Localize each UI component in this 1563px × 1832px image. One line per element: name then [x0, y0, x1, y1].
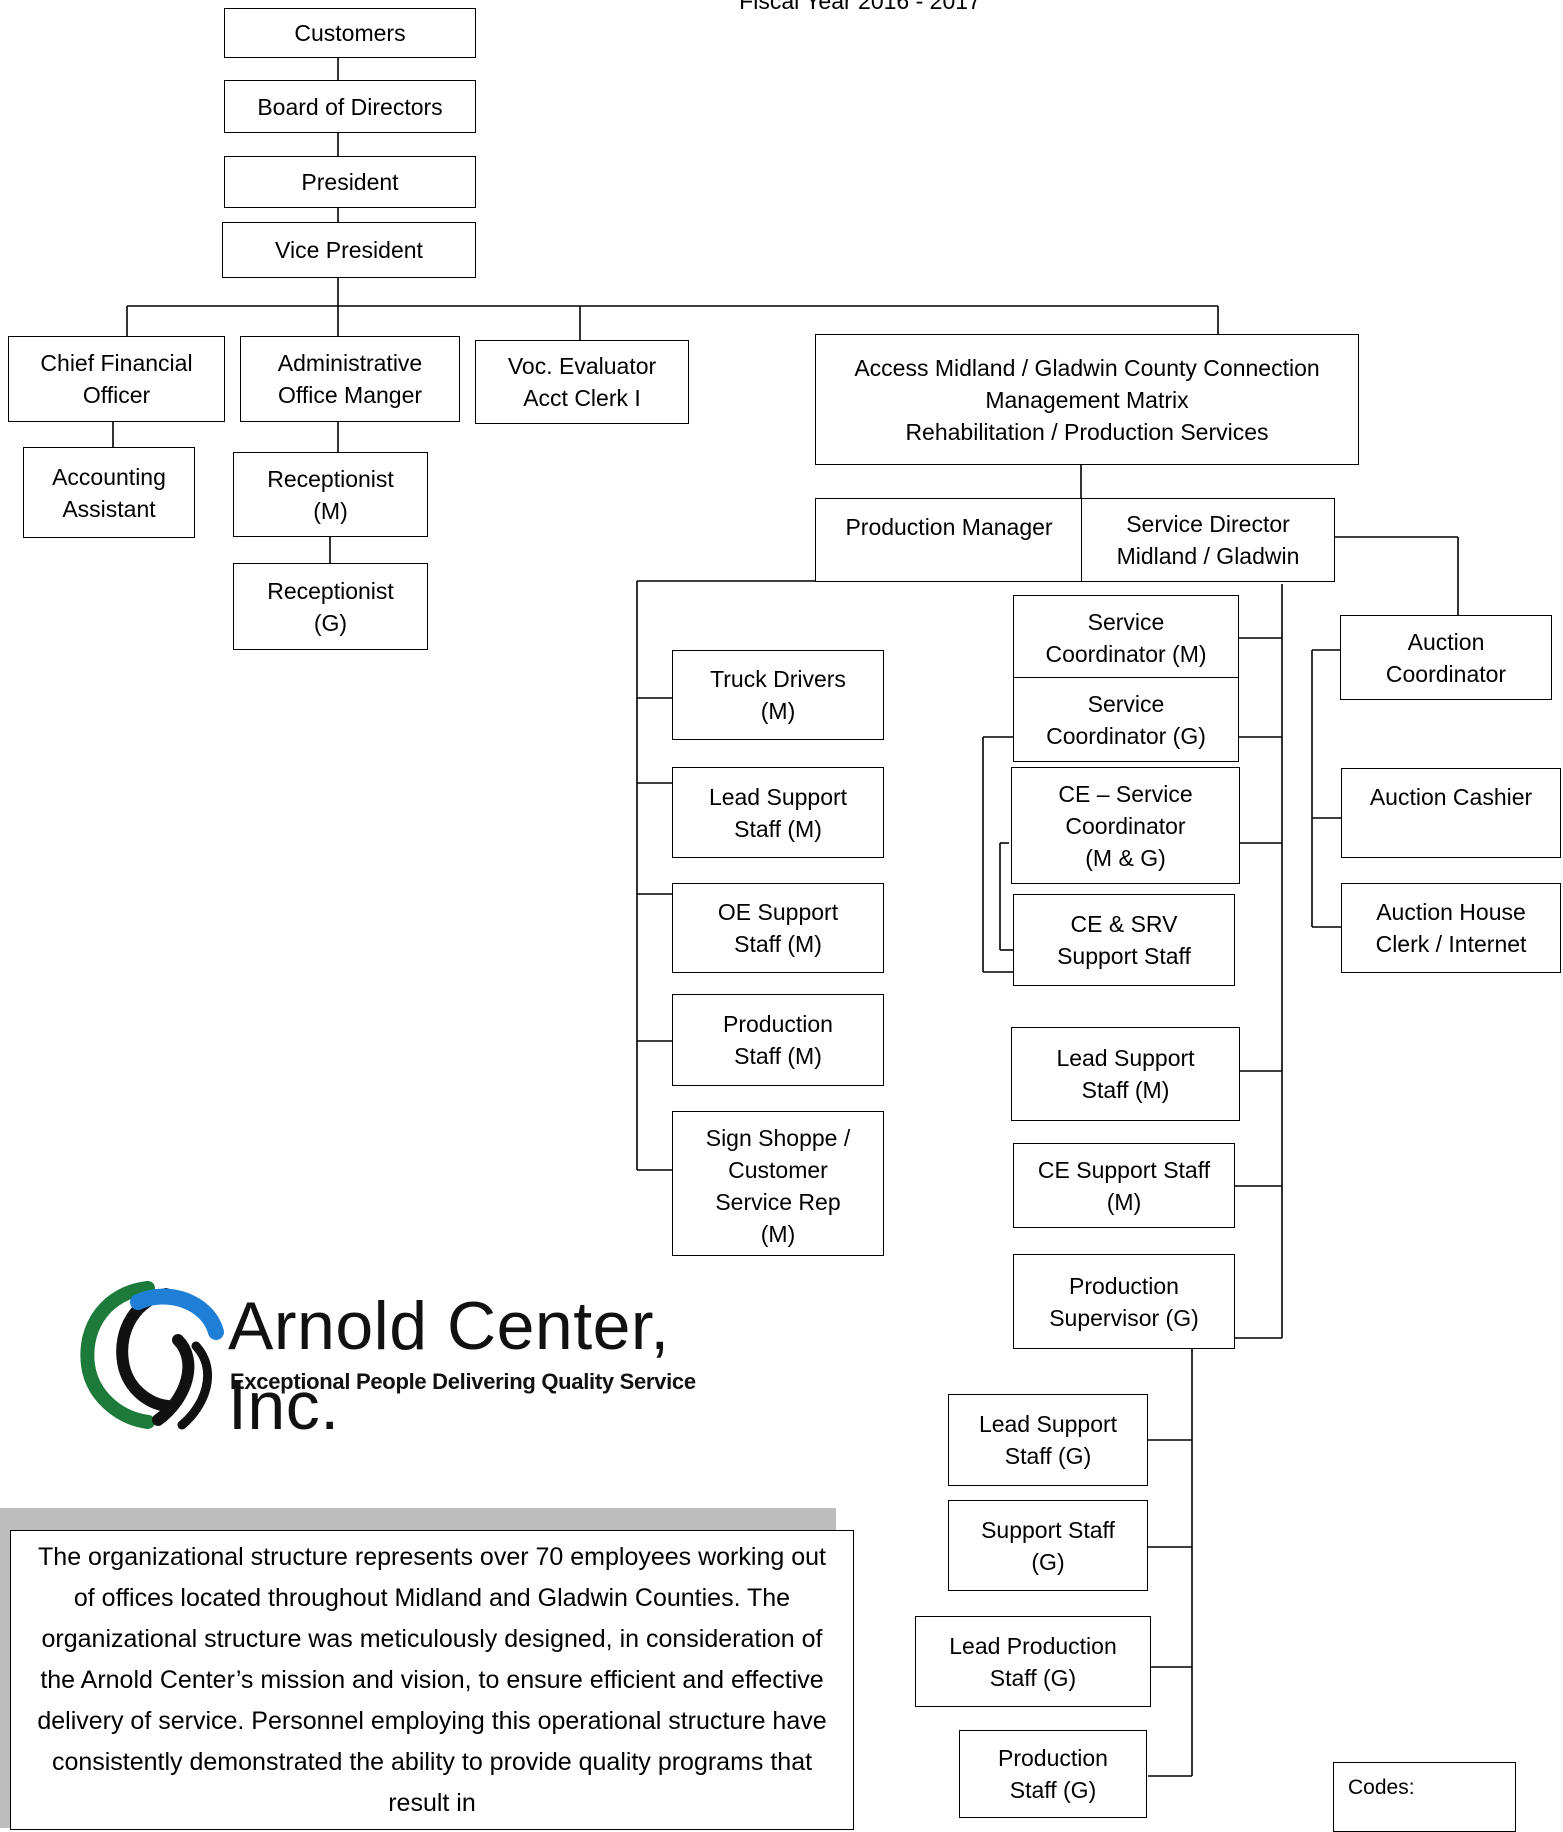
support-staff-g-box: Support Staff (G)	[948, 1500, 1148, 1591]
service-director-box: Service Director Midland / Gladwin	[1081, 498, 1335, 582]
ce-srv-support-staff-box: CE & SRV Support Staff	[1013, 894, 1235, 986]
truck-drivers-box: Truck Drivers (M)	[672, 650, 884, 740]
production-staff-m-box: Production Staff (M)	[672, 994, 884, 1086]
voc-evaluator-box: Voc. Evaluator Acct Clerk I	[475, 340, 689, 424]
access-matrix-box: Access Midland / Gladwin County Connecti…	[815, 334, 1359, 465]
swirl-logo-icon	[80, 1281, 224, 1430]
arnold-center-logo: Arnold Center, Inc. Exceptional People D…	[78, 1280, 738, 1444]
customers-box: Customers	[224, 8, 476, 58]
production-manager-box: Production Manager	[815, 498, 1083, 582]
oe-support-staff-box: OE Support Staff (M)	[672, 883, 884, 973]
summary-text-box: The organizational structure represents …	[10, 1530, 854, 1830]
lead-production-staff-g-box: Lead Production Staff (G)	[915, 1616, 1151, 1707]
production-staff-g-box: Production Staff (G)	[959, 1730, 1147, 1818]
service-coordinator-g-box: Service Coordinator (G)	[1013, 677, 1239, 762]
service-coordinator-m-box: Service Coordinator (M)	[1013, 595, 1239, 680]
production-supervisor-g-box: Production Supervisor (G)	[1013, 1254, 1235, 1349]
lead-support-staff-m-service-box: Lead Support Staff (M)	[1011, 1027, 1240, 1121]
receptionist-g-box: Receptionist (G)	[233, 563, 428, 650]
lead-support-staff-m-production-box: Lead Support Staff (M)	[672, 767, 884, 858]
admin-office-manager-box: Administrative Office Manger	[240, 336, 460, 422]
auction-cashier-box: Auction Cashier	[1341, 768, 1561, 858]
cfo-box: Chief Financial Officer	[8, 336, 225, 422]
vice-president-box: Vice President	[222, 222, 476, 278]
auction-coordinator-box: Auction Coordinator	[1340, 615, 1552, 700]
ce-service-coordinator-box: CE – Service Coordinator (M & G)	[1011, 767, 1240, 884]
codes-box: Codes:	[1333, 1762, 1516, 1832]
board-of-directors-box: Board of Directors	[224, 80, 476, 133]
sign-shoppe-box: Sign Shoppe / Customer Service Rep (M)	[672, 1111, 884, 1256]
ce-support-staff-m-box: CE Support Staff (M)	[1013, 1143, 1235, 1228]
fiscal-year-title: Fiscal Year 2016 - 2017	[739, 0, 981, 14]
auction-house-clerk-box: Auction House Clerk / Internet	[1341, 883, 1561, 973]
logo-tagline: Exceptional People Delivering Quality Se…	[230, 1369, 696, 1394]
logo-name: Arnold Center, Inc.	[228, 1288, 670, 1444]
president-box: President	[224, 156, 476, 208]
lead-support-staff-g-box: Lead Support Staff (G)	[948, 1394, 1148, 1486]
accounting-assistant-box: Accounting Assistant	[23, 447, 195, 538]
receptionist-m-box: Receptionist (M)	[233, 452, 428, 537]
